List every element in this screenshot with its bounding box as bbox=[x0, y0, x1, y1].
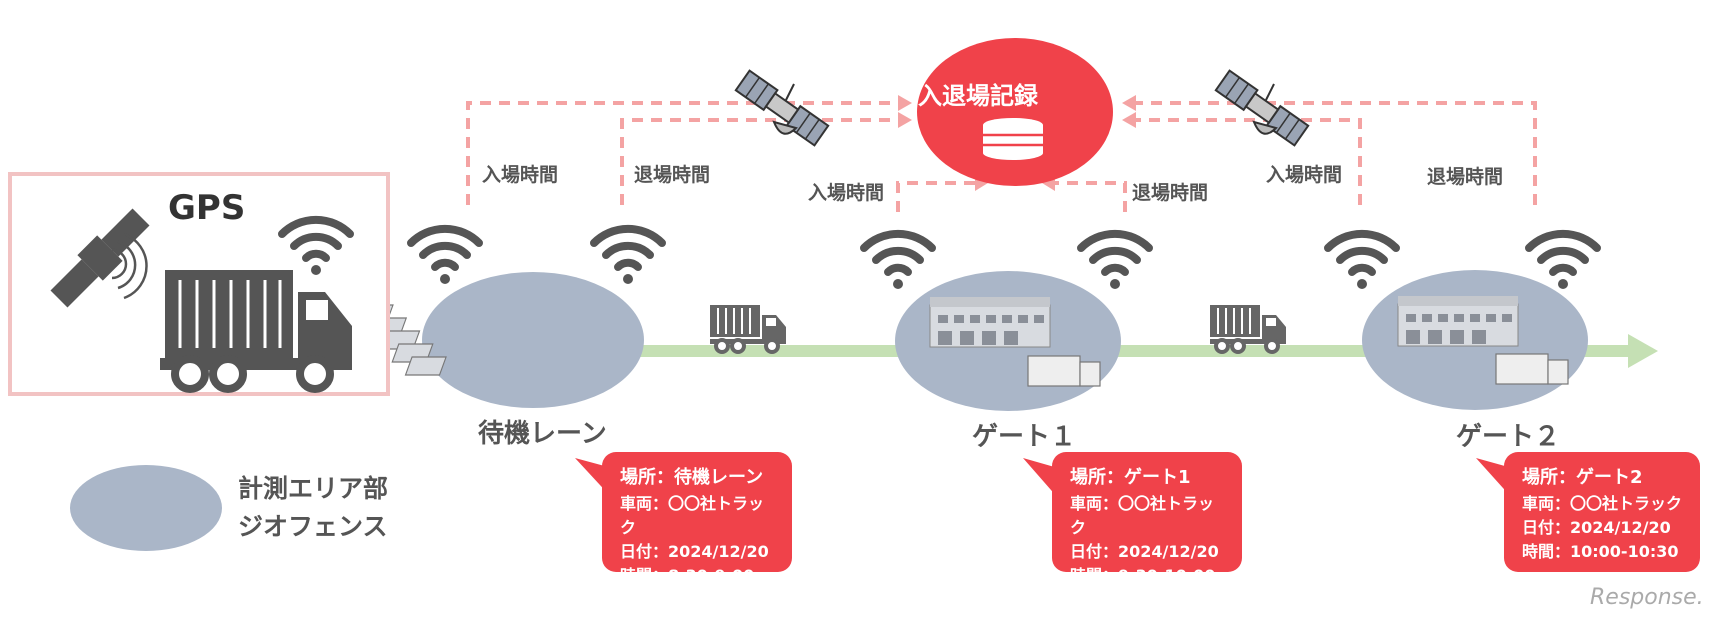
wifi-icon bbox=[594, 229, 662, 284]
zone-label-gate-1: ゲート１ bbox=[972, 422, 1077, 452]
callout-time: 時間：10:00-10:30 bbox=[1522, 542, 1679, 561]
callout-date: 日付：2024/12/20 bbox=[620, 542, 769, 561]
callout-gate-1: 場所：ゲート1 車両：〇〇社トラック 日付：2024/12/20 時間：9:30… bbox=[1052, 452, 1242, 585]
flow-label-entry: 入場時間 bbox=[482, 164, 559, 186]
truck-icon bbox=[1208, 303, 1288, 354]
callout-vehicle: 車両：〇〇社トラック bbox=[1522, 494, 1683, 513]
record-database bbox=[917, 38, 1113, 186]
callout-vehicle: 車両：〇〇社トラック bbox=[620, 494, 765, 537]
satellite-icon bbox=[1214, 69, 1310, 147]
legend-line-2: ジオフェンス bbox=[238, 512, 388, 541]
flow-label-exit: 退場時間 bbox=[1132, 182, 1209, 204]
flow-label-entry: 入場時間 bbox=[808, 182, 885, 204]
legend-line-1: 計測エリア部 bbox=[238, 474, 389, 503]
callout-date: 日付：2024/12/20 bbox=[1522, 518, 1671, 537]
callout-waiting-lane: 場所：待機レーン 車両：〇〇社トラック 日付：2024/12/20 時間：8:3… bbox=[602, 452, 792, 585]
zone-gate-1 bbox=[895, 271, 1121, 411]
database-icon bbox=[983, 118, 1043, 160]
callout-vehicle: 車両：〇〇社トラック bbox=[1070, 494, 1215, 537]
legend-geofence-swatch bbox=[70, 465, 222, 551]
callout-date: 日付：2024/12/20 bbox=[1070, 542, 1219, 561]
wifi-icon bbox=[1529, 234, 1597, 289]
callout-gate-2: 場所：ゲート2 車両：〇〇社トラック 日付：2024/12/20 時間：10:0… bbox=[1504, 452, 1700, 572]
wifi-icon bbox=[411, 229, 479, 284]
callout-location: 場所：待機レーン bbox=[620, 467, 764, 488]
gps-title: GPS bbox=[168, 188, 246, 228]
zone-gate-2 bbox=[1362, 270, 1588, 410]
truck-icon bbox=[708, 303, 788, 354]
record-title: 入退場記録 bbox=[918, 82, 1038, 110]
wifi-icon bbox=[864, 234, 932, 289]
flow-label-entry: 入場時間 bbox=[1266, 164, 1343, 186]
warehouse-icon bbox=[1397, 295, 1519, 347]
callout-location: 場所：ゲート2 bbox=[1522, 467, 1643, 488]
gps-overlay bbox=[50, 208, 354, 393]
wifi-icon bbox=[1328, 234, 1396, 289]
flow-label-exit: 退場時間 bbox=[634, 164, 711, 186]
watermark: Response. bbox=[1590, 585, 1704, 610]
truck-photo bbox=[1027, 355, 1101, 387]
warehouse-icon bbox=[929, 296, 1051, 348]
legend-text: 計測エリア部 ジオフェンス bbox=[238, 470, 388, 546]
wifi-icon bbox=[1081, 234, 1149, 289]
callout-time: 時間：8:30-9:00 bbox=[620, 566, 755, 585]
flow-label-exit: 退場時間 bbox=[1427, 166, 1504, 188]
zone-label-waiting-lane: 待機レーン bbox=[478, 419, 607, 449]
callout-location: 場所：ゲート1 bbox=[1070, 467, 1191, 488]
callout-time: 時間：9:30-10:00 bbox=[1070, 566, 1216, 585]
zone-label-gate-2: ゲート２ bbox=[1456, 422, 1561, 452]
satellite-icon bbox=[734, 69, 830, 147]
truck-photo bbox=[1495, 353, 1569, 385]
